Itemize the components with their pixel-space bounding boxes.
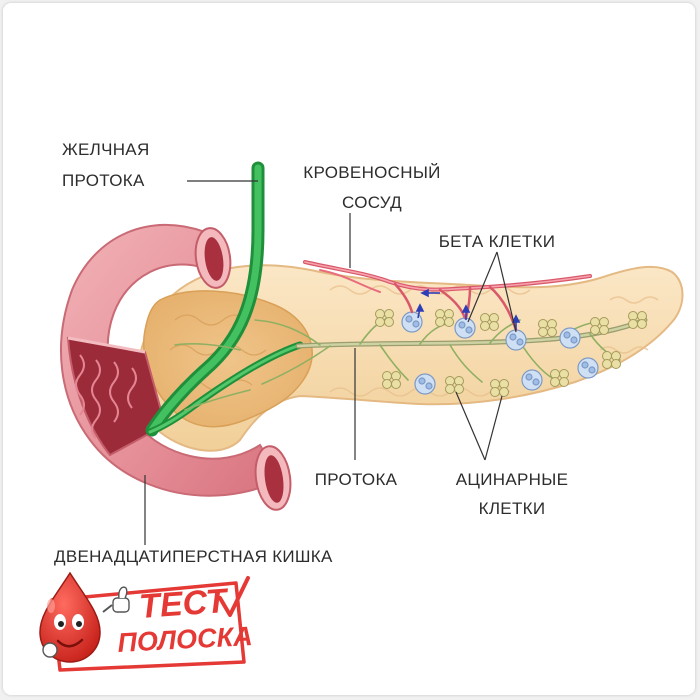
label-bile-duct-line1: ЖЕЛЧНАЯ xyxy=(62,140,150,159)
label-acinar-line1: АЦИНАРНЫЕ xyxy=(456,470,568,489)
leader-beta-2 xyxy=(496,251,517,333)
logo-line1: ТЕСТ xyxy=(138,582,231,626)
acinar-clusters xyxy=(375,309,647,397)
labels: ЖЕЛЧНАЯ ПРОТОКА КРОВЕНОСНЫЙ СОСУД БЕТА К… xyxy=(54,140,568,566)
duodenum-folds xyxy=(75,354,137,439)
label-duodenum: ДВЕНАДЦАТИПЕРСТНАЯ КИШКА xyxy=(54,547,333,566)
pancreas-diagram: ЖЕЛЧНАЯ ПРОТОКА КРОВЕНОСНЫЙ СОСУД БЕТА К… xyxy=(39,140,684,672)
label-acinar-line2: КЛЕТКИ xyxy=(479,499,546,518)
beta-cells xyxy=(401,311,599,395)
duodenum xyxy=(60,223,292,511)
leader-acinar-1 xyxy=(455,391,486,461)
leader-acinar-2 xyxy=(484,395,503,461)
vessel-flow-arrows xyxy=(415,288,521,330)
label-blood-vessel-line1: КРОВЕНОСНЫЙ xyxy=(303,163,440,182)
pancreatic-duct xyxy=(174,317,648,411)
label-beta-cells: БЕТА КЛЕТКИ xyxy=(439,232,556,251)
leader-lines xyxy=(144,180,517,545)
leader-beta-1 xyxy=(467,251,498,323)
label-blood-vessel-line2: СОСУД xyxy=(342,193,402,212)
logo-drop-icon xyxy=(39,571,130,663)
logo: ТЕСТ ПОЛОСКА xyxy=(39,571,254,672)
logo-glove-icon xyxy=(42,642,58,658)
page-card: ЖЕЛЧНАЯ ПРОТОКА КРОВЕНОСНЫЙ СОСУД БЕТА К… xyxy=(3,3,695,695)
logo-check-icon xyxy=(218,576,250,617)
label-duct: ПРОТОКА xyxy=(315,470,398,489)
bile-duct xyxy=(145,161,304,437)
logo-line2: ПОЛОСКА xyxy=(117,621,254,658)
logo-thumbs-up-icon xyxy=(102,586,130,613)
label-bile-duct-line2: ПРОТОКА xyxy=(62,171,145,190)
